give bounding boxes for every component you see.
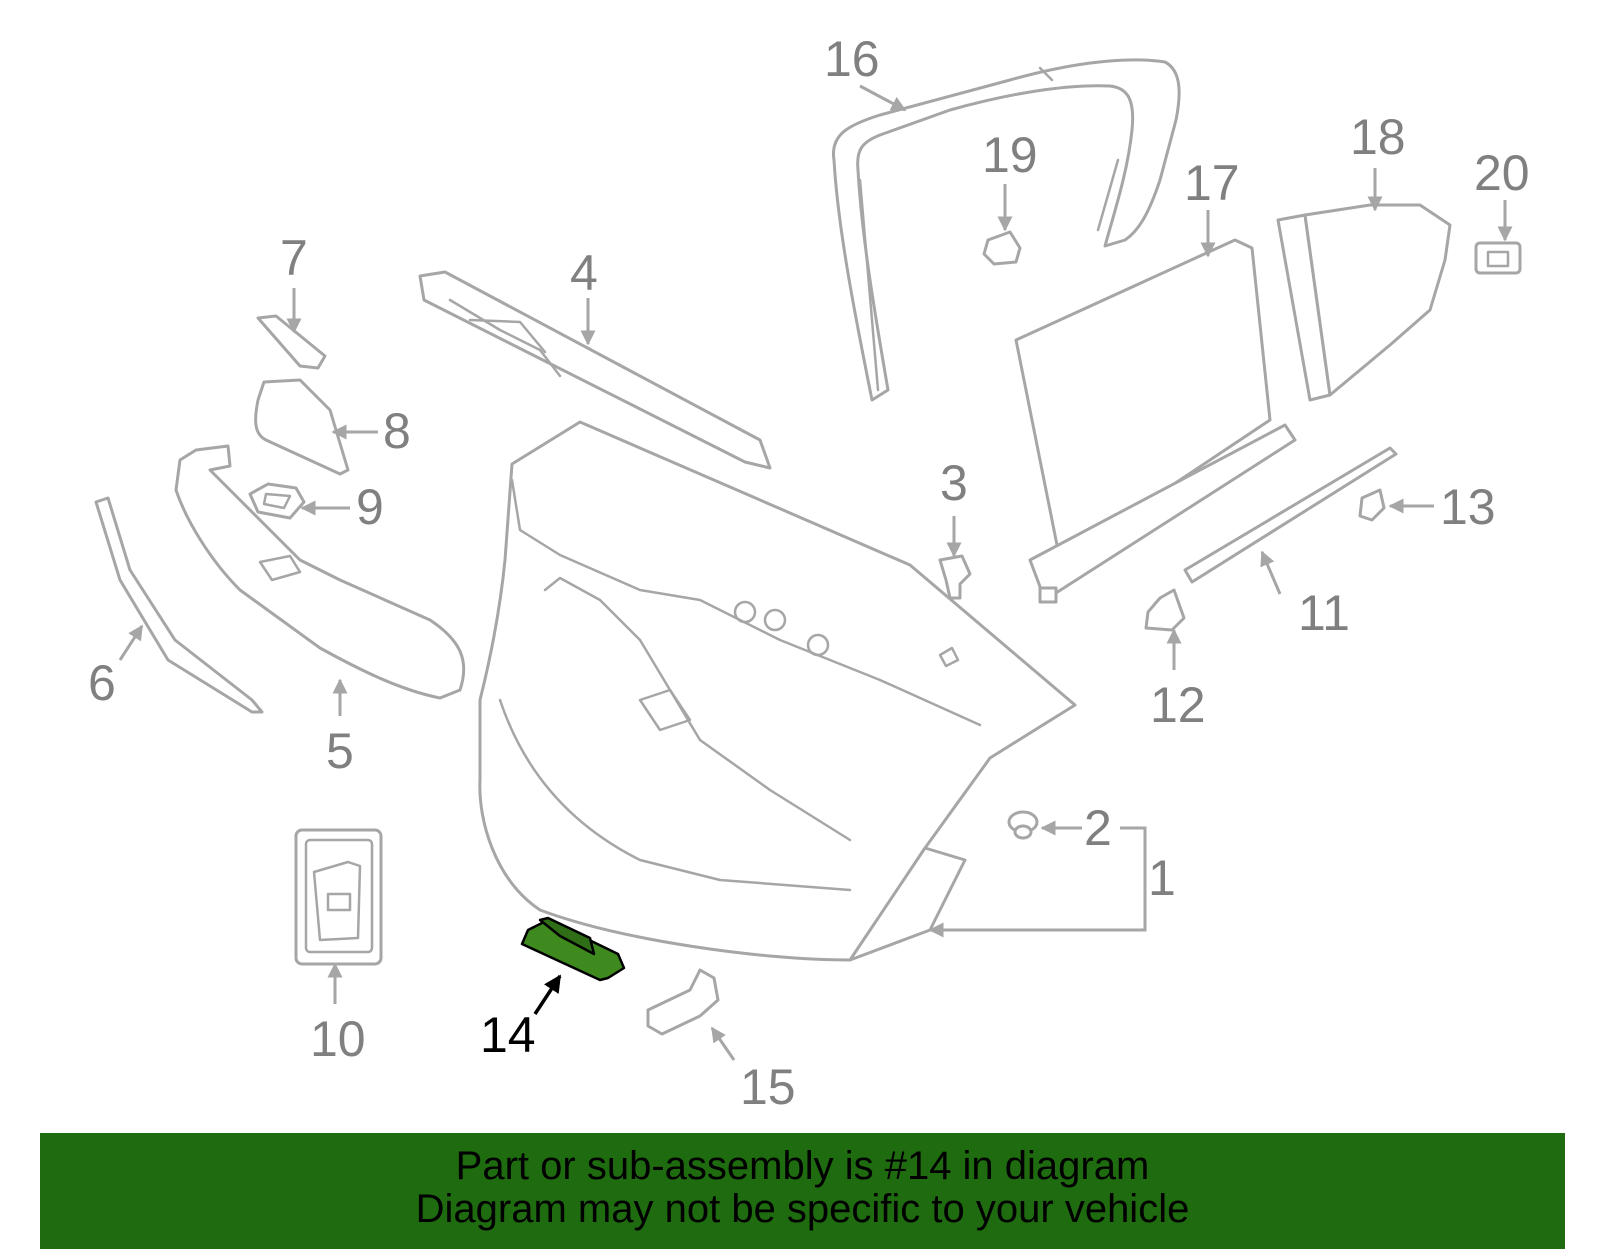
part-11-strip bbox=[1183, 446, 1398, 584]
part-10-switch-panel bbox=[294, 828, 383, 966]
callout-16: 16 bbox=[824, 31, 880, 87]
callout-9: 9 bbox=[356, 479, 384, 535]
part-16-window-frame-trim bbox=[831, 58, 1181, 402]
callout-20: 20 bbox=[1474, 145, 1530, 201]
callout-labels: 16 19 17 18 20 4 7 8 9 6 5 3 2 1 11 12 1… bbox=[88, 31, 1530, 1115]
part-17-sunshade bbox=[1014, 238, 1297, 604]
part-2-fastener bbox=[1007, 810, 1039, 840]
part-13-clip bbox=[1358, 488, 1386, 522]
callout-17: 17 bbox=[1184, 155, 1240, 211]
part-15-bracket bbox=[646, 968, 720, 1036]
part-12-bracket bbox=[1144, 588, 1186, 632]
info-banner: Part or sub-assembly is #14 in diagram D… bbox=[40, 1133, 1565, 1249]
part-9-bezel bbox=[248, 482, 306, 520]
callout-19: 19 bbox=[982, 127, 1038, 183]
leader-lines bbox=[118, 84, 1513, 1061]
callout-3: 3 bbox=[940, 455, 968, 511]
callout-10: 10 bbox=[310, 1011, 366, 1067]
part-7-cover bbox=[256, 314, 327, 370]
callout-2: 2 bbox=[1084, 800, 1112, 856]
part-8-speaker-cover bbox=[254, 378, 350, 476]
callout-5: 5 bbox=[326, 723, 354, 779]
callout-14: 14 bbox=[480, 1007, 536, 1063]
callout-1: 1 bbox=[1148, 850, 1176, 906]
callout-18: 18 bbox=[1350, 109, 1406, 165]
callout-13: 13 bbox=[1440, 479, 1496, 535]
callout-15: 15 bbox=[740, 1059, 796, 1115]
part-5-armrest bbox=[174, 444, 466, 700]
callout-11: 11 bbox=[1298, 585, 1350, 641]
part-19-clip bbox=[982, 230, 1022, 266]
part-14-highlighted bbox=[520, 916, 626, 982]
part-20-switch bbox=[1474, 241, 1522, 275]
part-4-upper-trim bbox=[418, 270, 772, 470]
part-3-clip bbox=[938, 554, 972, 600]
callout-4: 4 bbox=[570, 245, 598, 301]
callout-12: 12 bbox=[1150, 677, 1206, 733]
banner-line-1: Part or sub-assembly is #14 in diagram bbox=[455, 1144, 1150, 1188]
callout-8: 8 bbox=[383, 403, 411, 459]
callout-6: 6 bbox=[88, 655, 116, 711]
banner-line-2: Diagram may not be specific to your vehi… bbox=[415, 1187, 1190, 1231]
callout-7: 7 bbox=[280, 230, 308, 286]
part-6-trim-strip bbox=[94, 496, 264, 714]
part-1-door-panel bbox=[478, 420, 1077, 962]
part-18-shade bbox=[1276, 203, 1452, 402]
